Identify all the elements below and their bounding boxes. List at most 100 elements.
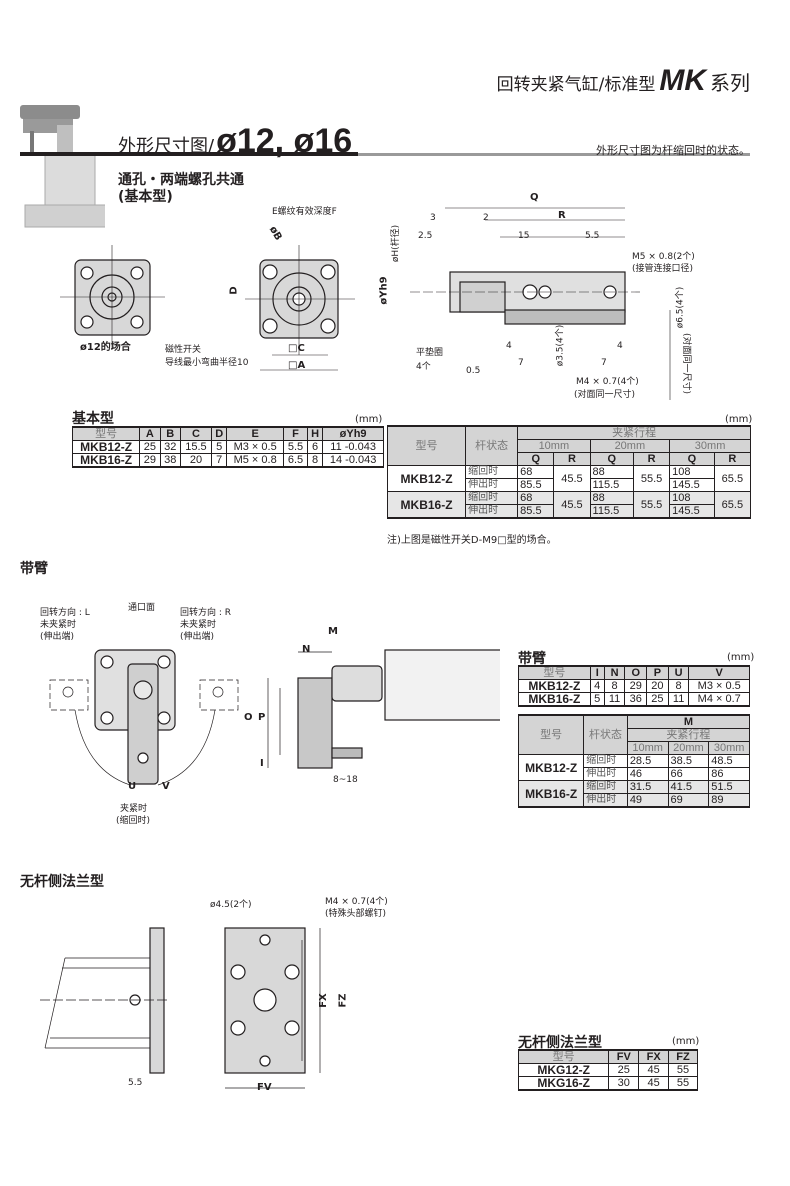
q-cell: 88 [589,491,634,505]
screw-note: (特殊头部螺钉) [325,909,387,919]
fx-label: FX [317,993,329,1008]
column-header: D [211,426,228,441]
model-header: 型号 [386,425,467,466]
o-label: O [244,712,253,723]
table-cell: 45 [638,1076,670,1091]
r-cell: 65.5 [713,465,752,492]
table-cell: 25 [608,1063,640,1077]
table-cell: M5 × 0.8 [226,453,285,468]
rotation-l-label: 回转方向 : L [40,608,90,618]
dim-3: 3 [430,213,436,223]
q-header: Q [517,452,555,466]
state-cell: 缩回时 [465,491,519,505]
dim-2: 2 [483,213,489,223]
arm-table-title: 带臂 [518,651,546,667]
column-header: 型号 [71,426,141,441]
stroke-table-unit: (mm) [725,414,753,425]
column-header: C [179,426,213,441]
series-title: 回转夹紧气缸/标准型 MK 系列 [497,64,750,98]
table-cell: 11 [667,692,690,707]
fv-label: FV [257,1082,272,1093]
model-cell: MKB12-Z [517,754,585,781]
d-label: D [228,286,240,295]
table-cell: 45 [638,1063,670,1077]
section-note: 外形尺寸图为杆缩回时的状态。 [596,144,750,157]
r-header: R [553,452,591,466]
q-cell: 145.5 [669,478,715,492]
m-cell: 28.5 [626,754,669,768]
flange-drawing [40,927,321,1089]
table-cell: 55 [668,1076,698,1091]
r-header: R [632,452,671,466]
subtitle-line2: (基本型) [118,189,173,205]
subtitle-line1: 通孔・两端螺孔共通 [118,172,244,188]
switch-label: 磁性开关 [165,345,202,355]
arm-section-title: 带臂 [20,561,48,577]
m-cell: 38.5 [667,754,710,768]
stroke-table-note: 注)上图是磁性开关D-M9□型的场合。 [387,535,557,546]
header-row: 型号杆状态夹紧行程 [386,425,751,466]
q-header: Q [669,452,715,466]
title-rule [20,152,358,156]
washer-count: 4个 [416,362,431,372]
table-cell: 7 [211,453,228,468]
stroke-length-header: 30mm [708,741,750,755]
column-header: FX [638,1049,670,1064]
u-label: U [128,781,137,792]
q-header: Q [589,452,634,466]
m-label: M [328,626,338,637]
state-header: 杆状态 [465,425,519,466]
q-cell: 85.5 [517,478,555,492]
table-cell: 6 [306,440,324,454]
dim-2-5: 2.5 [418,231,433,241]
r-cell: 55.5 [632,465,671,492]
extended-l-label: (伸出端) [40,632,75,642]
r-label: R [558,210,566,221]
table-cell: MKB16-Z [71,453,141,468]
table-cell: 8 [603,679,626,693]
stroke-length-header: 10mm [517,439,591,453]
title-prefix: 外形尺寸图/ [118,136,215,157]
table-cell: 32 [159,440,181,454]
column-header: FZ [668,1049,698,1064]
m-cell: 46 [626,767,669,781]
table-cell: 8 [667,679,690,693]
q-label: Q [530,192,539,203]
q-cell: 108 [669,491,715,505]
column-header: N [603,665,626,680]
column-header: 型号 [517,1049,610,1064]
dim-15: 15 [518,231,530,241]
table-cell: M3 × 0.5 [226,440,285,454]
dim-4a: 4 [506,341,512,351]
a-label: □A [288,360,306,371]
table-cell: 29 [624,679,648,693]
h-label: øH(杆径) [391,224,402,263]
flange-table-title: 无杆侧法兰型 [518,1035,602,1051]
unclamped-l-label: 未夹紧时 [40,620,77,630]
table-cell: 11 [603,692,626,707]
table-cell: 5.5 [283,440,308,454]
table-cell: MKB16-Z [518,692,591,707]
m-cell: 49 [626,793,669,808]
fz-label: FZ [337,993,349,1008]
m5-label: M5 × 0.8(2个) [632,252,695,262]
table-cell: MKB12-Z [71,440,141,454]
column-header: A [139,426,161,441]
retracted-label: (缩回时) [116,816,151,826]
model-cell: MKB16-Z [517,780,585,808]
table-cell: 5 [589,692,605,707]
series-code: MK [659,64,706,97]
c-label: □C [288,343,305,354]
model-cell: MKB12-Z [386,465,467,492]
table-cell: 6.5 [283,453,308,468]
table-cell: MKG12-Z [517,1063,610,1077]
